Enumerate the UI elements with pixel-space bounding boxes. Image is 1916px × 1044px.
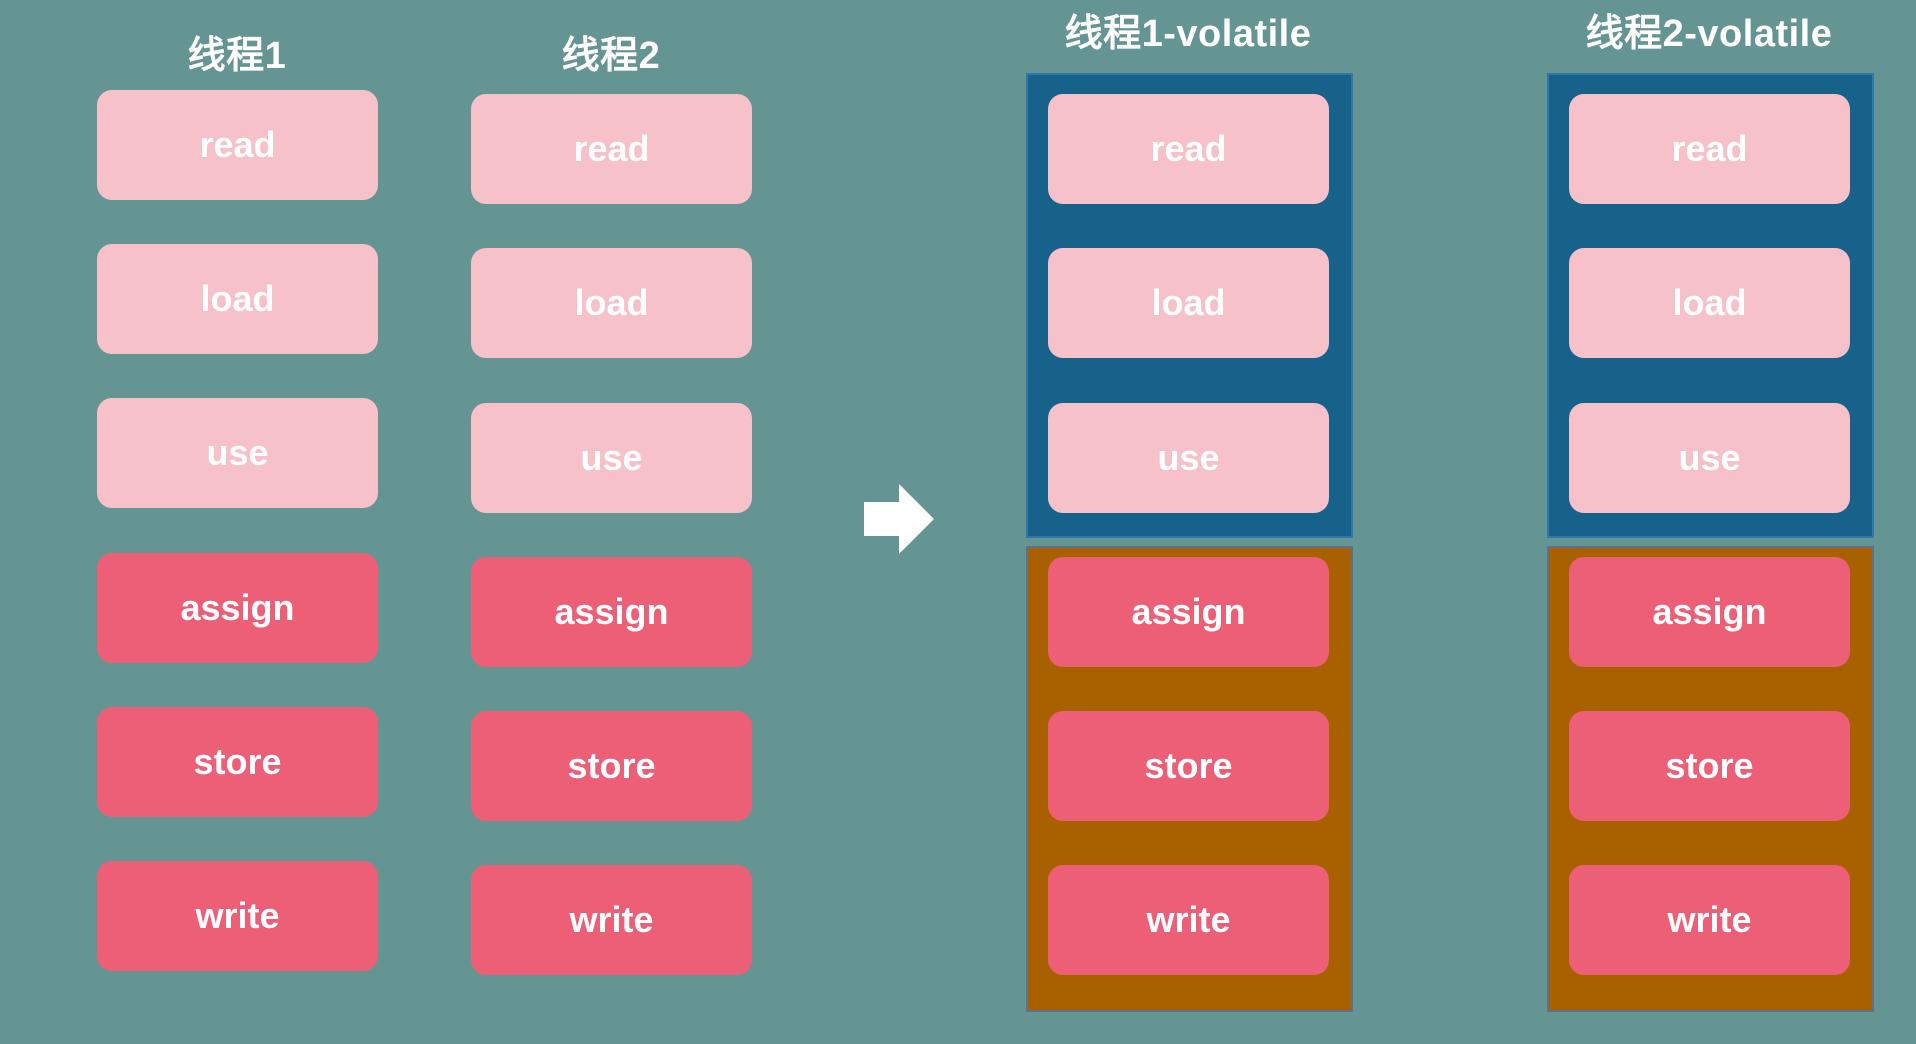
op-assign: assign <box>97 553 378 663</box>
op-load: load <box>1569 248 1850 358</box>
op-use: use <box>97 398 378 508</box>
column-title-1: 线程1 <box>187 35 287 77</box>
op-assign: assign <box>1569 557 1850 667</box>
column-title-4: 线程2-volatile <box>1585 13 1833 55</box>
op-store: store <box>97 707 378 817</box>
right-arrow-icon <box>864 484 934 554</box>
op-read: read <box>97 90 378 200</box>
column-title-3: 线程1-volatile <box>1064 13 1312 55</box>
op-load: load <box>97 244 378 354</box>
op-read: read <box>1569 94 1850 204</box>
op-write: write <box>1048 865 1329 975</box>
op-store: store <box>1048 711 1329 821</box>
op-write: write <box>97 861 378 971</box>
op-use: use <box>1048 403 1329 513</box>
op-assign: assign <box>1048 557 1329 667</box>
op-write: write <box>471 865 752 975</box>
op-store: store <box>471 711 752 821</box>
op-store: store <box>1569 711 1850 821</box>
op-use: use <box>471 403 752 513</box>
op-load: load <box>1048 248 1329 358</box>
op-write: write <box>1569 865 1850 975</box>
column-title-2: 线程2 <box>561 35 661 77</box>
op-read: read <box>1048 94 1329 204</box>
op-use: use <box>1569 403 1850 513</box>
op-assign: assign <box>471 557 752 667</box>
op-load: load <box>471 248 752 358</box>
op-read: read <box>471 94 752 204</box>
